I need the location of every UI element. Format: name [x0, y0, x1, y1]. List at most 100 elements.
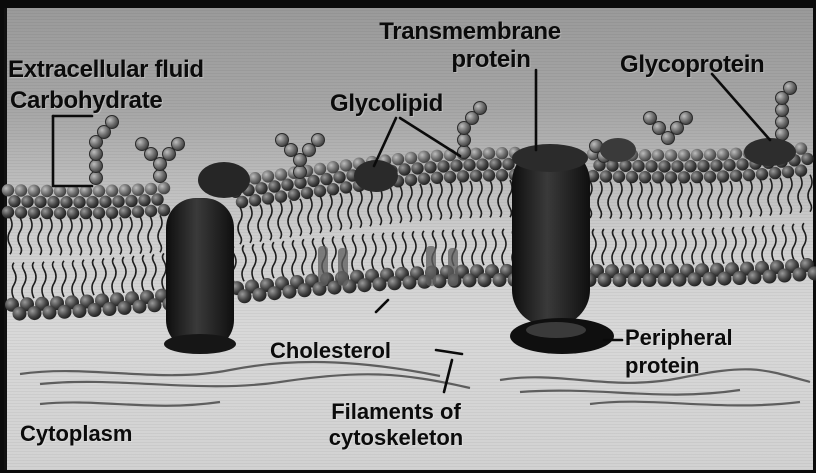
fatty-acid-tail	[592, 229, 596, 265]
carbohydrate-bead	[784, 82, 797, 95]
phospholipid-head	[138, 194, 150, 206]
fatty-acid-tail	[418, 184, 422, 221]
carbohydrate-bead	[458, 134, 471, 147]
fatty-acid-tail	[718, 182, 722, 219]
carbohydrate-bead	[136, 138, 149, 151]
phospholipid-head	[327, 161, 339, 173]
fatty-acid-tail	[352, 235, 356, 271]
phospholipid-head	[598, 273, 612, 287]
phospholipid-head	[21, 195, 33, 207]
fatty-acid-tail	[328, 195, 332, 232]
fatty-acid-tail	[622, 229, 626, 265]
fatty-acid-tail	[152, 254, 156, 290]
fatty-acid-tail	[258, 205, 262, 242]
phospholipid-head	[684, 160, 696, 172]
label-transmembrane-line1: Transmembrane	[350, 20, 590, 44]
fatty-acid-tail	[692, 228, 696, 264]
fatty-acid-tail	[482, 229, 486, 265]
phospholipid-head	[158, 182, 170, 194]
phospholipid-head	[158, 204, 170, 216]
fatty-acid-tail	[462, 230, 466, 266]
fatty-acid-tail	[648, 182, 652, 219]
fatty-acid-tail	[738, 181, 742, 218]
phospholipid-head	[43, 306, 57, 320]
phospholipid-head	[262, 170, 274, 182]
carbohydrate-bead	[154, 158, 167, 171]
phospholipid-head	[704, 171, 716, 183]
fatty-acid-tail	[402, 232, 406, 268]
phospholipid-head	[106, 207, 118, 219]
fatty-acid-tail	[788, 177, 792, 214]
phospholipid-head	[58, 305, 72, 319]
phospholipid-head	[717, 148, 729, 160]
phospholipid-head	[483, 147, 495, 159]
fatty-acid-tail	[42, 262, 46, 298]
fatty-acid-tail	[598, 181, 602, 218]
carbohydrate-bead	[163, 148, 176, 161]
fatty-acid-tail	[292, 240, 296, 276]
phospholipid-head	[28, 306, 42, 320]
fatty-acid-tail	[698, 182, 702, 219]
phospholipid-head	[444, 171, 456, 183]
phospholipid-head	[470, 170, 482, 182]
fatty-acid-tail	[398, 186, 402, 223]
fatty-acid-tail	[472, 229, 476, 265]
phospholipid-head	[73, 196, 85, 208]
phospholipid-head	[236, 196, 248, 208]
carbohydrate-bead	[90, 160, 103, 173]
carbohydrate-bead	[90, 172, 103, 185]
fatty-acid-tail	[32, 262, 36, 298]
fatty-acid-tail	[612, 229, 616, 265]
fatty-acid-tail	[362, 234, 366, 270]
phospholipid-head	[717, 170, 729, 182]
phospholipid-head	[457, 170, 469, 182]
carbohydrate-bead	[671, 122, 684, 135]
fatty-acid-tail	[298, 199, 302, 236]
fatty-acid-tail	[658, 182, 662, 219]
phospholipid-head	[795, 164, 807, 176]
label-carbohydrate: Carbohydrate	[10, 89, 162, 113]
fatty-acid-tail	[242, 245, 246, 281]
carbohydrate-bead	[145, 148, 158, 161]
fatty-acid-tail	[678, 182, 682, 219]
label-peripheral-line1: Peripheral	[625, 327, 733, 349]
fatty-acid-tail	[448, 182, 452, 219]
fatty-acid-tail	[262, 243, 266, 279]
fatty-acid-tail	[492, 229, 496, 265]
phospholipid-head	[600, 170, 612, 182]
phospholipid-head	[392, 153, 404, 165]
phospholipid-head	[723, 159, 735, 171]
phospholipid-head	[703, 272, 717, 286]
fatty-acid-tail	[502, 229, 506, 265]
fatty-acid-tail	[422, 231, 426, 267]
phospholipid-head	[388, 276, 402, 290]
carbohydrate-bead	[294, 166, 307, 179]
phospholipid-head	[314, 163, 326, 175]
phospholipid-head	[54, 207, 66, 219]
glycolipid-head	[354, 160, 398, 192]
fatty-acid-tail	[28, 218, 32, 255]
fatty-acid-tail	[408, 185, 412, 222]
fatty-acid-tail	[708, 182, 712, 219]
phospholipid-head	[403, 276, 417, 290]
phospholipid-head	[613, 273, 627, 287]
fatty-acid-tail	[438, 183, 442, 220]
phospholipid-head	[15, 206, 27, 218]
fatty-acid-tail	[142, 255, 146, 291]
fatty-acid-tail	[458, 182, 462, 219]
fatty-acid-tail	[498, 180, 502, 217]
phospholipid-head	[398, 163, 410, 175]
label-filaments-line2: cytoskeleton	[296, 427, 496, 449]
carbohydrate-bead	[644, 112, 657, 125]
phospholipid-head	[665, 171, 677, 183]
fatty-acid-tail	[728, 181, 732, 218]
carbohydrate-bead	[285, 144, 298, 157]
carbohydrate-bead	[303, 144, 316, 157]
fatty-acid-tail	[368, 189, 372, 226]
fatty-acid-tail	[682, 229, 686, 265]
fatty-acid-tail	[478, 181, 482, 218]
phospholipid-head	[450, 159, 462, 171]
phospholipid-head	[28, 207, 40, 219]
phospholipid-head	[118, 301, 132, 315]
phospholipid-head	[801, 153, 813, 165]
